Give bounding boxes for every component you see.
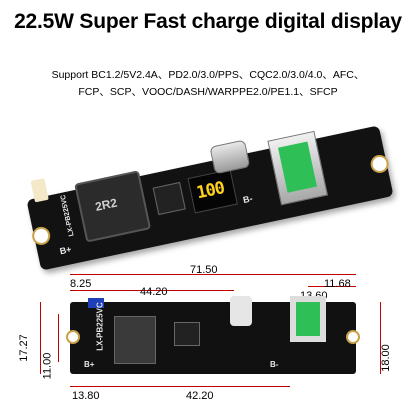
product-photo: 2R2 100 LX-PB225VC B+ B- — [0, 100, 416, 271]
usb-c-port — [230, 296, 252, 326]
digital-display: 100 — [187, 169, 238, 214]
usb-a-port — [267, 130, 329, 206]
dim-height-right: 18.00 — [379, 344, 392, 372]
usb-a-port — [290, 296, 326, 342]
support-protocols-line-2: FCP、SCP、VOOC/DASH/WARPPE2.0/PE1.1、SFCP — [78, 86, 338, 98]
page-title: 22.5W Super Fast charge digital display — [14, 10, 402, 33]
dim-right-span: 11.68 — [324, 278, 351, 290]
pcb-board: 2R2 100 LX-PB225VC B+ B- — [26, 125, 394, 271]
support-protocols-line-1: Support BC1.2/5V2.4A、PD2.0/3.0/PPS、CQC2.… — [51, 69, 365, 81]
dim-height-total: 17.27 — [17, 334, 30, 362]
dim-height-inner: 11.00 — [41, 352, 54, 380]
b-minus-label: B- — [242, 193, 254, 206]
model-label: LX-PB225VC — [95, 302, 105, 351]
dim-total-length: 71.50 — [190, 264, 218, 276]
model-label: LX-PB225VC — [59, 193, 76, 237]
pcb-outline: LX-PB225VC B+ B- — [66, 296, 360, 374]
usb-c-port — [209, 139, 251, 175]
mount-hole-right — [368, 153, 391, 175]
b-plus-label: B+ — [84, 360, 95, 369]
dim-bottom-span: 42.20 — [186, 390, 214, 402]
tactile-button — [30, 178, 49, 203]
switch-component — [88, 298, 104, 308]
controller-chip — [152, 181, 186, 216]
b-minus-label: B- — [270, 360, 279, 369]
dim-bottom-left: 13.80 — [72, 390, 100, 402]
dimension-diagram: 71.50 8.25 44.20 11.68 13.60 LX-PB225VC … — [0, 262, 416, 416]
dim-left-offset: 8.25 — [70, 278, 92, 290]
b-plus-label: B+ — [58, 244, 73, 257]
inductor — [114, 316, 156, 364]
controller-chip — [174, 322, 200, 346]
dim-mid-span: 44.20 — [140, 286, 168, 298]
inductor: 2R2 — [74, 170, 152, 243]
mount-hole-left — [30, 225, 52, 247]
